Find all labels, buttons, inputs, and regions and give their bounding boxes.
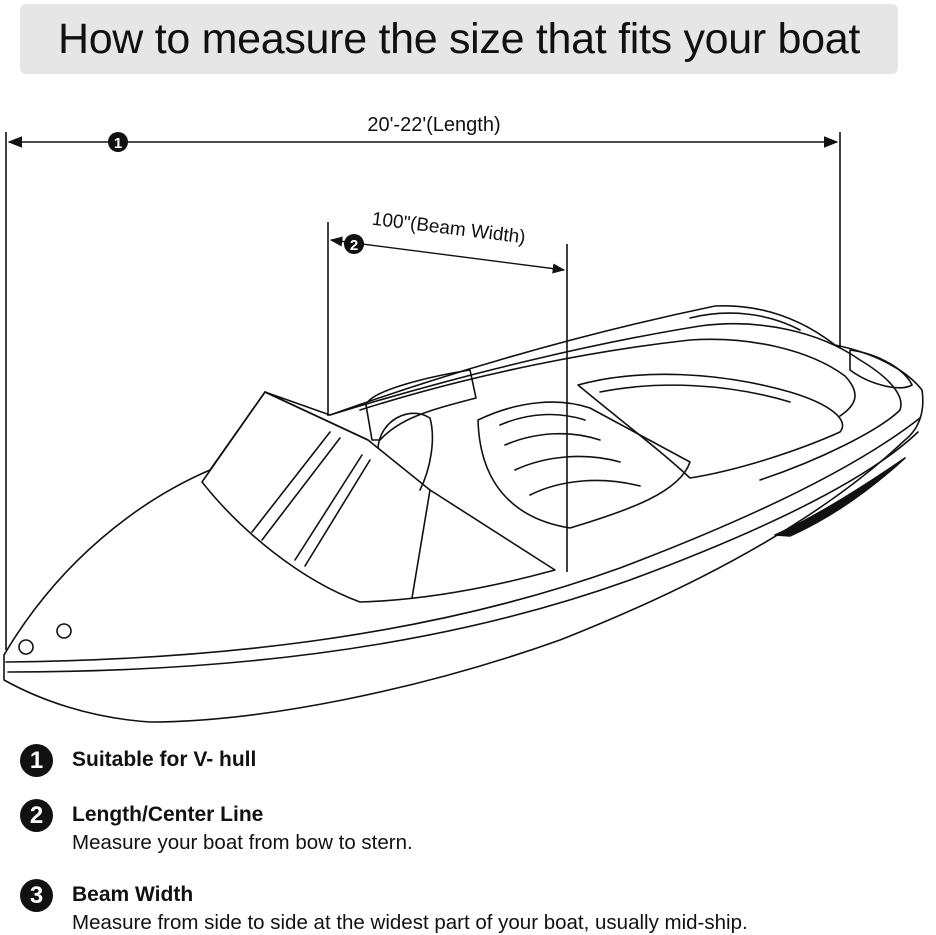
bow-cleat-2 — [56, 623, 72, 639]
cockpit-coaming — [359, 338, 856, 417]
windshield — [201, 391, 556, 603]
deck-rim — [329, 323, 902, 481]
beam-dimension: 2 100"(Beam Width) — [327, 209, 568, 572]
legend-number-badge: 3 — [20, 879, 53, 912]
stern-handle-right — [849, 349, 913, 389]
stern-handle-left — [689, 312, 801, 331]
length-marker-number: 1 — [114, 135, 122, 152]
beam-arrow — [329, 236, 566, 274]
windshield-frame-1 — [251, 431, 331, 533]
length-label: 20'-22'(Length) — [367, 114, 500, 136]
legend-item-2: 2 Length/Center Line Measure your boat f… — [20, 793, 920, 873]
page-title: How to measure the size that fits your b… — [57, 14, 861, 63]
windshield-frame-5 — [411, 489, 431, 599]
legend-label: Length/Center Line — [72, 803, 264, 826]
windshield-frame-2 — [261, 437, 341, 541]
beam-marker-badge — [344, 234, 364, 254]
seat-back — [365, 369, 477, 441]
legend-item-3: 3 Beam Width Measure from side to side a… — [20, 873, 920, 935]
legend-label: Beam Width — [72, 883, 194, 906]
beam-marker-number: 2 — [350, 237, 358, 254]
legend-label: Suitable for V- hull — [72, 748, 257, 771]
hull-stripe — [774, 457, 906, 537]
legend-number-badge: 2 — [20, 799, 53, 832]
rear-seat — [477, 401, 691, 529]
bow-cleat-1 — [18, 639, 34, 655]
boat-illustration — [3, 305, 924, 723]
legend-number-badge: 1 — [20, 744, 53, 777]
windshield-frame-3 — [294, 454, 363, 561]
length-marker-badge — [108, 132, 128, 152]
legend-description: Measure your boat from bow to stern. — [72, 831, 413, 854]
seat-stitch-2 — [504, 432, 601, 446]
beam-label: 100"(Beam Width) — [371, 209, 527, 249]
seat-stitch-1 — [499, 413, 586, 426]
windshield-top — [264, 391, 369, 441]
sun-pad — [577, 373, 844, 479]
seat-side — [377, 412, 434, 491]
length-dimension: 1 20'-22'(Length) — [5, 114, 841, 650]
windshield-frame-4 — [304, 459, 371, 567]
legend-description: Measure from side to side at the widest … — [72, 911, 748, 934]
legend-item-1: 1 Suitable for V- hull — [20, 738, 920, 793]
gunwale-line — [5, 417, 921, 663]
hull-outline — [3, 305, 924, 723]
seat-stitch-4 — [529, 479, 641, 496]
rub-rail — [7, 431, 919, 673]
sun-pad-line — [599, 384, 791, 403]
seat-stitch-3 — [514, 455, 621, 471]
legend: 1 Suitable for V- hull 2 Length/Center L… — [20, 738, 920, 935]
title-banner: How to measure the size that fits your b… — [20, 4, 898, 74]
